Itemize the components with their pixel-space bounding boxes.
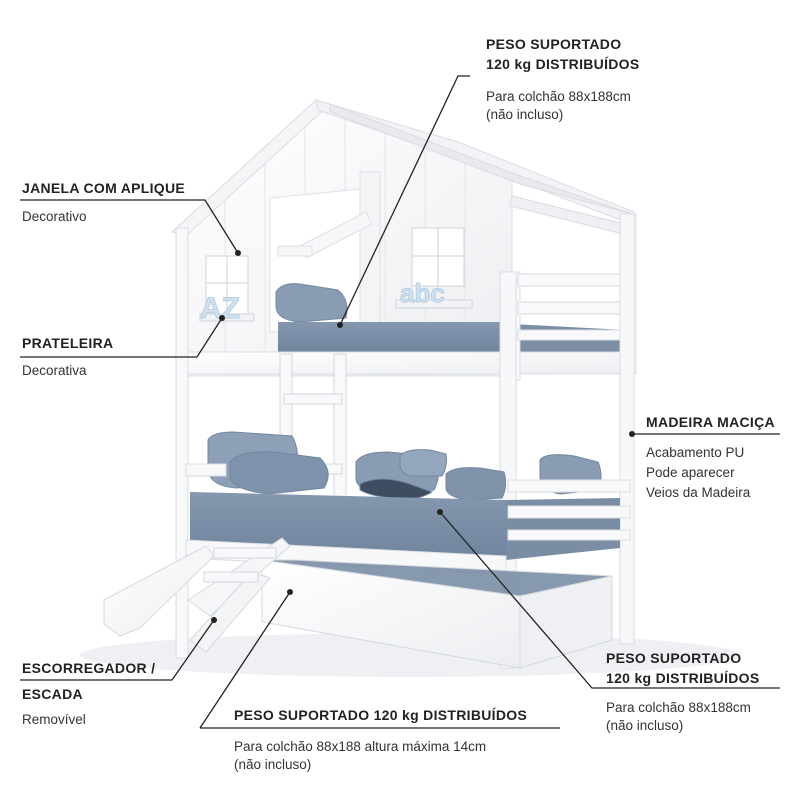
lower-weight-sub1: Para colchão 88x188cm [606,700,751,715]
wood-sub1: Acabamento PU [646,445,745,460]
trundle-title: PESO SUPORTADO 120 kg DISTRIBUÍDOS [234,707,528,723]
shelf-title: PRATELEIRA [22,335,114,351]
window-title: JANELA COM APLIQUE [22,180,186,196]
wood-sub3: Veios da Madeira [646,485,751,500]
slide-title: ESCORREGADOR / ESCADA [22,660,155,702]
trundle-sub: Para colchão 88x188 altura máxima 14cm (… [234,738,486,774]
top-weight-sub1: Para colchão 88x188cm [486,89,631,104]
left-window [199,255,255,322]
trundle-sub2: (não incluso) [234,757,312,772]
trundle-drawer [261,559,613,669]
top-weight-sub2: (não incluso) [486,107,564,122]
leader-lines [20,75,780,729]
right-window [395,227,473,309]
wood-sub: Acabamento PU Pode aparecer Veios da Mad… [646,443,750,503]
slide-line1: ESCORREGADOR / [22,660,156,676]
lower-weight-sub2: (não incluso) [606,718,684,733]
leader-dots [211,250,635,623]
top-weight-line1: PESO SUPORTADO [486,36,622,52]
trundle-sub1: Para colchão 88x188 altura máxima 14cm [234,739,487,754]
lower-weight-sub: Para colchão 88x188cm (não incluso) [606,699,751,735]
lower-weight-line2: 120 kg DISTRIBUÍDOS [606,670,760,686]
upper-pillow [275,283,348,323]
lower-pillows [207,431,602,501]
wood-title: MADEIRA MACIÇA [646,414,775,430]
shelf-sub: Decorativa [22,363,87,378]
lower-left-guard [185,463,227,477]
window-sub: Decorativo [22,209,87,224]
top-weight-sub: Para colchão 88x188cm (não incluso) [486,88,631,124]
lower-weight-title: PESO SUPORTADO 120 kg DISTRIBUÍDOS [606,650,760,686]
lower-guard [507,479,631,541]
lower-weight-line1: PESO SUPORTADO [606,650,742,666]
top-weight-line2: 120 kg DISTRIBUÍDOS [486,56,640,72]
slide-line2: ESCADA [22,686,83,702]
slide-sub: Removível [22,712,86,727]
slide-and-steps [103,537,291,653]
letters-abc-decor: abc [400,278,445,308]
upper-rail [177,351,633,375]
wood-sub2: Pode aparecer [646,465,735,480]
top-weight-title: PESO SUPORTADO 120 kg DISTRIBUÍDOS [486,36,640,72]
